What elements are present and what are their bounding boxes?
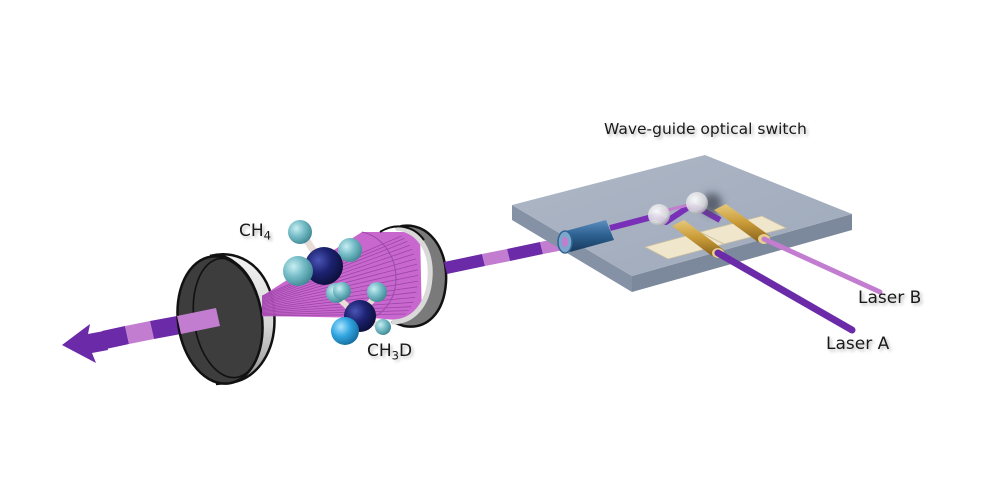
fan-line bbox=[261, 258, 416, 304]
laser-a-fiber bbox=[714, 249, 856, 334]
ch3d-subscript: 3 bbox=[391, 348, 400, 363]
beam-segment bbox=[102, 326, 129, 349]
ch3d-label: CH3D bbox=[367, 341, 412, 362]
beam-segment bbox=[177, 308, 220, 334]
mirror-right-ring bbox=[391, 225, 433, 325]
hydrogen-atom bbox=[283, 256, 313, 286]
cavity-fan-edge bbox=[361, 231, 397, 319]
fiber-coupler-core bbox=[562, 237, 568, 247]
gold-ferrule bbox=[672, 220, 724, 256]
hydrogen-atom bbox=[367, 282, 387, 302]
fiber-coupler bbox=[562, 220, 614, 252]
hydrogen-atom bbox=[338, 238, 362, 262]
ring-switch bbox=[686, 192, 708, 214]
ch4-label: CH4 bbox=[239, 221, 271, 242]
hydrogen-atom bbox=[333, 282, 351, 300]
gold-ferrule bbox=[714, 204, 770, 242]
beam-segment bbox=[125, 321, 154, 344]
beam-segment bbox=[444, 254, 485, 274]
hydrogen-atom bbox=[288, 220, 312, 244]
beam-segment bbox=[482, 249, 510, 266]
ch4-base: CH bbox=[239, 221, 264, 241]
chip-side-front bbox=[632, 214, 852, 292]
output-arrow bbox=[62, 316, 181, 363]
ch4-subscript: 4 bbox=[263, 228, 272, 243]
carbon-atom bbox=[305, 247, 343, 285]
switch-chip bbox=[512, 155, 852, 292]
mirror-left bbox=[176, 253, 276, 386]
fan-line bbox=[261, 313, 407, 317]
beam-segment bbox=[150, 316, 181, 339]
fan-line bbox=[261, 306, 412, 315]
ch3d-molecule bbox=[326, 282, 391, 345]
arrow-head bbox=[62, 324, 108, 363]
ring-switch bbox=[648, 204, 670, 226]
ch3d-tail: D bbox=[399, 341, 413, 361]
hydrogen-atom bbox=[375, 319, 391, 335]
chip-top bbox=[512, 155, 852, 276]
mirror-right-outline bbox=[379, 225, 425, 241]
fan-line bbox=[261, 310, 409, 316]
laser-a-label: Laser A bbox=[826, 334, 890, 354]
fan-line bbox=[261, 297, 416, 312]
laser-b-fiber bbox=[761, 236, 883, 295]
deuterium-atom bbox=[331, 317, 359, 345]
ch3d-base: CH bbox=[367, 341, 392, 361]
switch-title-label: Wave-guide optical switch bbox=[604, 120, 807, 138]
mirror-right bbox=[379, 224, 448, 328]
beam-segment bbox=[507, 242, 543, 261]
ch4-molecule bbox=[283, 220, 362, 286]
laser-b-label: Laser B bbox=[858, 288, 922, 308]
